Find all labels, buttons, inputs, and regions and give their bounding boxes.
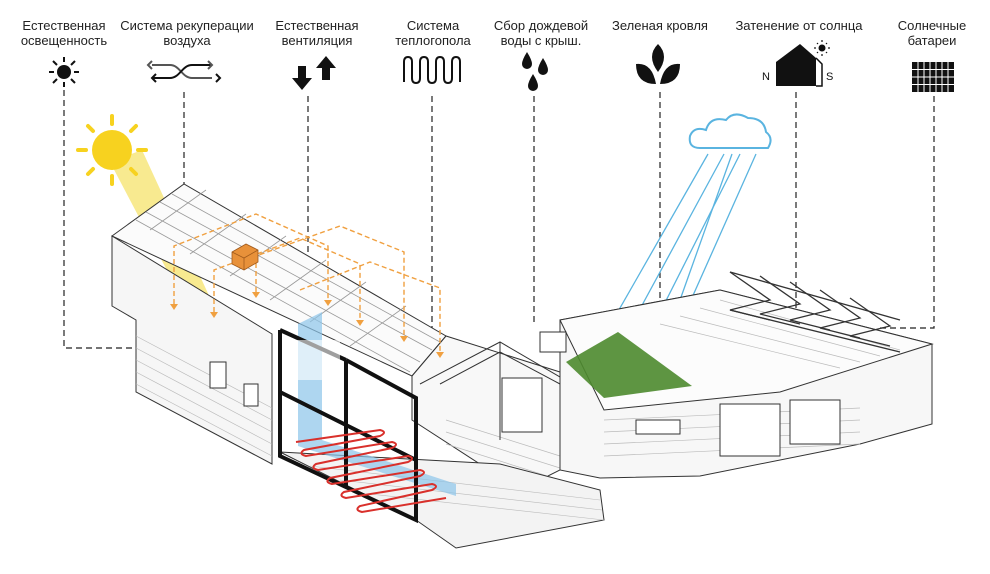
shaded-house-icon: N S	[762, 40, 833, 87]
heat-recovery-icon	[146, 60, 222, 83]
compass-north: N	[762, 71, 770, 83]
air-ducts	[173, 213, 441, 352]
floor-heating-coils	[295, 428, 447, 514]
recuperator-unit	[231, 243, 259, 271]
interior-window	[290, 340, 340, 380]
compass-south: S	[826, 71, 833, 83]
sun-icon	[49, 57, 79, 87]
heating-coil-icon	[403, 55, 461, 85]
ventilation-arrows-icon	[292, 56, 336, 90]
green-roof-area	[566, 332, 692, 398]
leaf-icon	[636, 44, 680, 84]
label-green-roof: Зеленая кровля	[612, 18, 708, 33]
water-drops-icon	[522, 52, 548, 91]
label-shading: Затенение от солнца	[735, 18, 863, 33]
house-structure	[111, 183, 934, 549]
duct-arrows	[170, 292, 444, 358]
solar-panel-icon	[912, 62, 954, 92]
